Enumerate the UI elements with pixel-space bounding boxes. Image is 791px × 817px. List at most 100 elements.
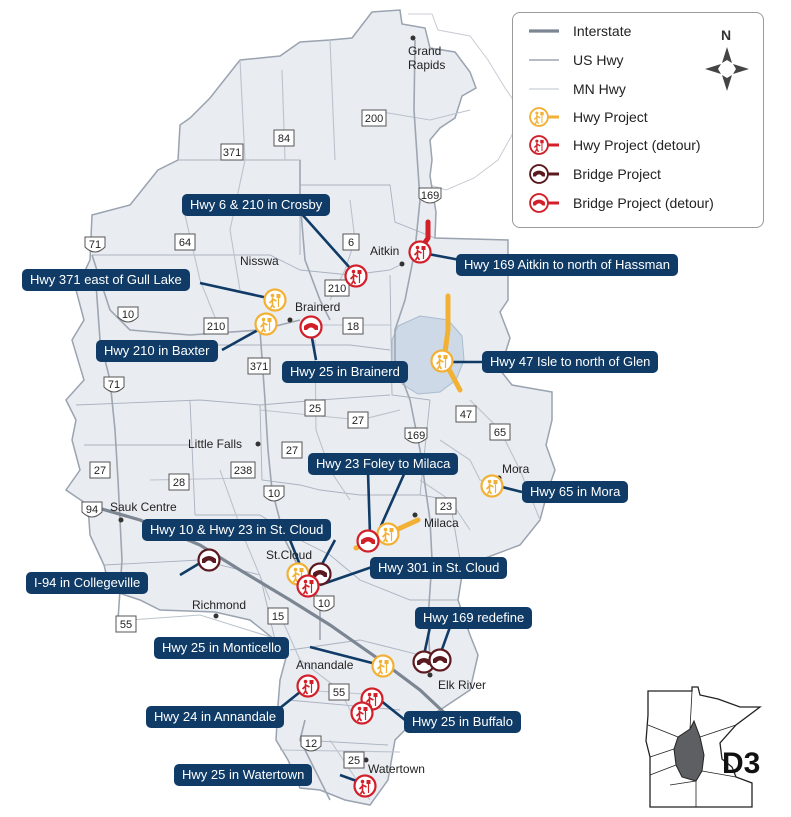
callout-isle[interactable]: Hwy 47 Isle to north of Glen bbox=[482, 351, 659, 373]
shield-18: 18 bbox=[342, 317, 364, 335]
hwy-project-mora-icon[interactable] bbox=[480, 474, 504, 498]
city-grand-rapids-line2: Rapids bbox=[408, 58, 446, 72]
svg-text:200: 200 bbox=[365, 113, 383, 125]
city-st-cloud: St.Cloud bbox=[266, 548, 313, 562]
callout-redefine[interactable]: Hwy 169 redefine bbox=[415, 607, 533, 629]
callout-buffalo[interactable]: Hwy 25 in Buffalo bbox=[404, 711, 521, 733]
legend-hwy-project-label: Hwy Project bbox=[573, 109, 648, 125]
shield-238: 238 bbox=[230, 461, 256, 479]
legend-bridge-project-label: Bridge Project bbox=[573, 166, 661, 182]
city-milaca: Milaca bbox=[424, 516, 459, 530]
legend-hwy-project-detour: Hwy Project (detour) bbox=[527, 135, 701, 155]
svg-text:84: 84 bbox=[278, 133, 290, 145]
city-brainerd: Brainerd bbox=[295, 300, 341, 314]
shield-12: 12 bbox=[300, 735, 322, 752]
shield-169: 169 bbox=[404, 427, 428, 444]
svg-text:55: 55 bbox=[120, 619, 132, 631]
compass-rose-icon bbox=[705, 47, 749, 91]
hwy-project-gull-lake-icon[interactable] bbox=[263, 288, 287, 312]
svg-text:10: 10 bbox=[268, 488, 280, 500]
legend-bridge-project-detour-label: Bridge Project (detour) bbox=[573, 195, 714, 211]
callout-watertown[interactable]: Hwy 25 in Watertown bbox=[174, 764, 313, 786]
hwy-project-detour-st-cloud-301-icon[interactable] bbox=[296, 574, 320, 598]
callout-st-cloud-10-23[interactable]: Hwy 10 & Hwy 23 in St. Cloud bbox=[142, 519, 332, 541]
hwy-project-detour-buffalo-b-icon[interactable] bbox=[350, 701, 374, 725]
callout-collegeville[interactable]: I-94 in Collegeville bbox=[26, 572, 149, 594]
hwy-project-detour-annandale-icon[interactable] bbox=[296, 674, 320, 698]
shield-25: 25 bbox=[343, 751, 365, 769]
legend-bridge-project-detour: Bridge Project (detour) bbox=[527, 193, 714, 213]
legend-bridge-project: Bridge Project bbox=[527, 164, 661, 184]
shield-47: 47 bbox=[455, 405, 477, 423]
city-aitkin: Aitkin bbox=[370, 244, 400, 258]
callout-monticello[interactable]: Hwy 25 in Monticello bbox=[154, 637, 290, 659]
shield-169: 169 bbox=[418, 187, 442, 204]
shield-84: 84 bbox=[273, 129, 295, 147]
callout-foley[interactable]: Hwy 23 Foley to Milaca bbox=[308, 453, 459, 475]
hwy-project-monticello-icon[interactable] bbox=[371, 654, 395, 678]
map-legend: Interstate US Hwy MN Hwy Hwy Project Hwy… bbox=[512, 12, 764, 228]
city-grand-rapids: Grand Rapids bbox=[408, 44, 445, 72]
city-sauk-centre: Sauk Centre bbox=[110, 500, 177, 514]
hwy-project-foley-icon[interactable] bbox=[376, 522, 400, 546]
shield-64: 64 bbox=[174, 233, 196, 251]
mn-hwy-line-icon bbox=[527, 79, 561, 99]
shield-65: 65 bbox=[489, 423, 511, 441]
hwy-project-detour-crosby-icon[interactable] bbox=[344, 264, 368, 288]
shield-371: 371 bbox=[220, 143, 244, 161]
svg-text:71: 71 bbox=[89, 239, 101, 251]
shield-27: 27 bbox=[347, 411, 369, 429]
hwy-shields: 200 84 371 169 71 64 6 10 210 210 18 371… bbox=[81, 109, 511, 769]
svg-text:55: 55 bbox=[333, 687, 345, 699]
svg-text:238: 238 bbox=[234, 465, 252, 477]
callout-aitkin[interactable]: Hwy 169 Aitkin to north of Hassman bbox=[456, 254, 678, 276]
shield-371: 371 bbox=[247, 357, 271, 375]
svg-text:27: 27 bbox=[352, 415, 364, 427]
city-richmond: Richmond bbox=[192, 598, 247, 612]
city-mora: Mora bbox=[502, 462, 530, 476]
hwy-project-detour-watertown-icon[interactable] bbox=[353, 774, 377, 798]
svg-text:28: 28 bbox=[173, 477, 185, 489]
bridge-project-collegeville-icon[interactable] bbox=[197, 548, 221, 572]
hwy-47-project-segment bbox=[441, 293, 463, 393]
svg-text:23: 23 bbox=[440, 501, 452, 513]
city-nisswa: Nisswa bbox=[240, 254, 279, 268]
district-label: D3 bbox=[722, 747, 761, 780]
bridge-project-detour-st-cloud-icon[interactable] bbox=[356, 529, 380, 553]
callout-mora[interactable]: Hwy 65 in Mora bbox=[522, 481, 629, 503]
legend-hwy-project-detour-label: Hwy Project (detour) bbox=[573, 137, 701, 153]
shield-210: 210 bbox=[324, 279, 350, 297]
bridge-project-detour-brainerd-icon[interactable] bbox=[299, 315, 323, 339]
svg-text:27: 27 bbox=[286, 445, 298, 457]
shield-27: 27 bbox=[89, 461, 111, 479]
svg-text:210: 210 bbox=[328, 283, 346, 295]
callout-gull-lake[interactable]: Hwy 371 east of Gull Lake bbox=[22, 269, 190, 291]
interstate-line-icon bbox=[527, 21, 561, 41]
hwy-project-detour-aitkin-icon[interactable] bbox=[408, 240, 432, 264]
hwy-project-detour-icon bbox=[527, 135, 561, 155]
hwy-project-baxter-icon[interactable] bbox=[254, 312, 278, 336]
svg-text:371: 371 bbox=[250, 361, 268, 373]
svg-text:15: 15 bbox=[272, 611, 284, 623]
legend-interstate-label: Interstate bbox=[573, 23, 632, 39]
callout-baxter[interactable]: Hwy 210 in Baxter bbox=[96, 340, 218, 362]
callout-crosby[interactable]: Hwy 6 & 210 in Crosby bbox=[182, 194, 331, 216]
svg-text:18: 18 bbox=[347, 321, 359, 333]
shield-210: 210 bbox=[203, 317, 229, 335]
hwy-project-icon bbox=[527, 107, 561, 127]
svg-text:64: 64 bbox=[179, 237, 191, 249]
bridge-project-elk-river-b-icon[interactable] bbox=[428, 648, 452, 672]
shield-23: 23 bbox=[435, 497, 457, 515]
shield-25: 25 bbox=[304, 399, 326, 417]
callout-brainerd[interactable]: Hwy 25 in Brainerd bbox=[282, 361, 408, 383]
city-annandale: Annandale bbox=[296, 658, 354, 672]
callout-st-cloud-301[interactable]: Hwy 301 in St. Cloud bbox=[370, 557, 508, 579]
hwy-project-isle-icon[interactable] bbox=[430, 349, 454, 373]
minnesota-outline bbox=[645, 686, 762, 808]
callout-annandale[interactable]: Hwy 24 in Annandale bbox=[146, 706, 285, 728]
svg-text:10: 10 bbox=[318, 598, 330, 610]
svg-text:6: 6 bbox=[348, 237, 354, 249]
inset-district-lines bbox=[647, 690, 737, 807]
legend-hwy-project: Hwy Project bbox=[527, 107, 648, 127]
city-elk-river: Elk River bbox=[438, 678, 487, 692]
